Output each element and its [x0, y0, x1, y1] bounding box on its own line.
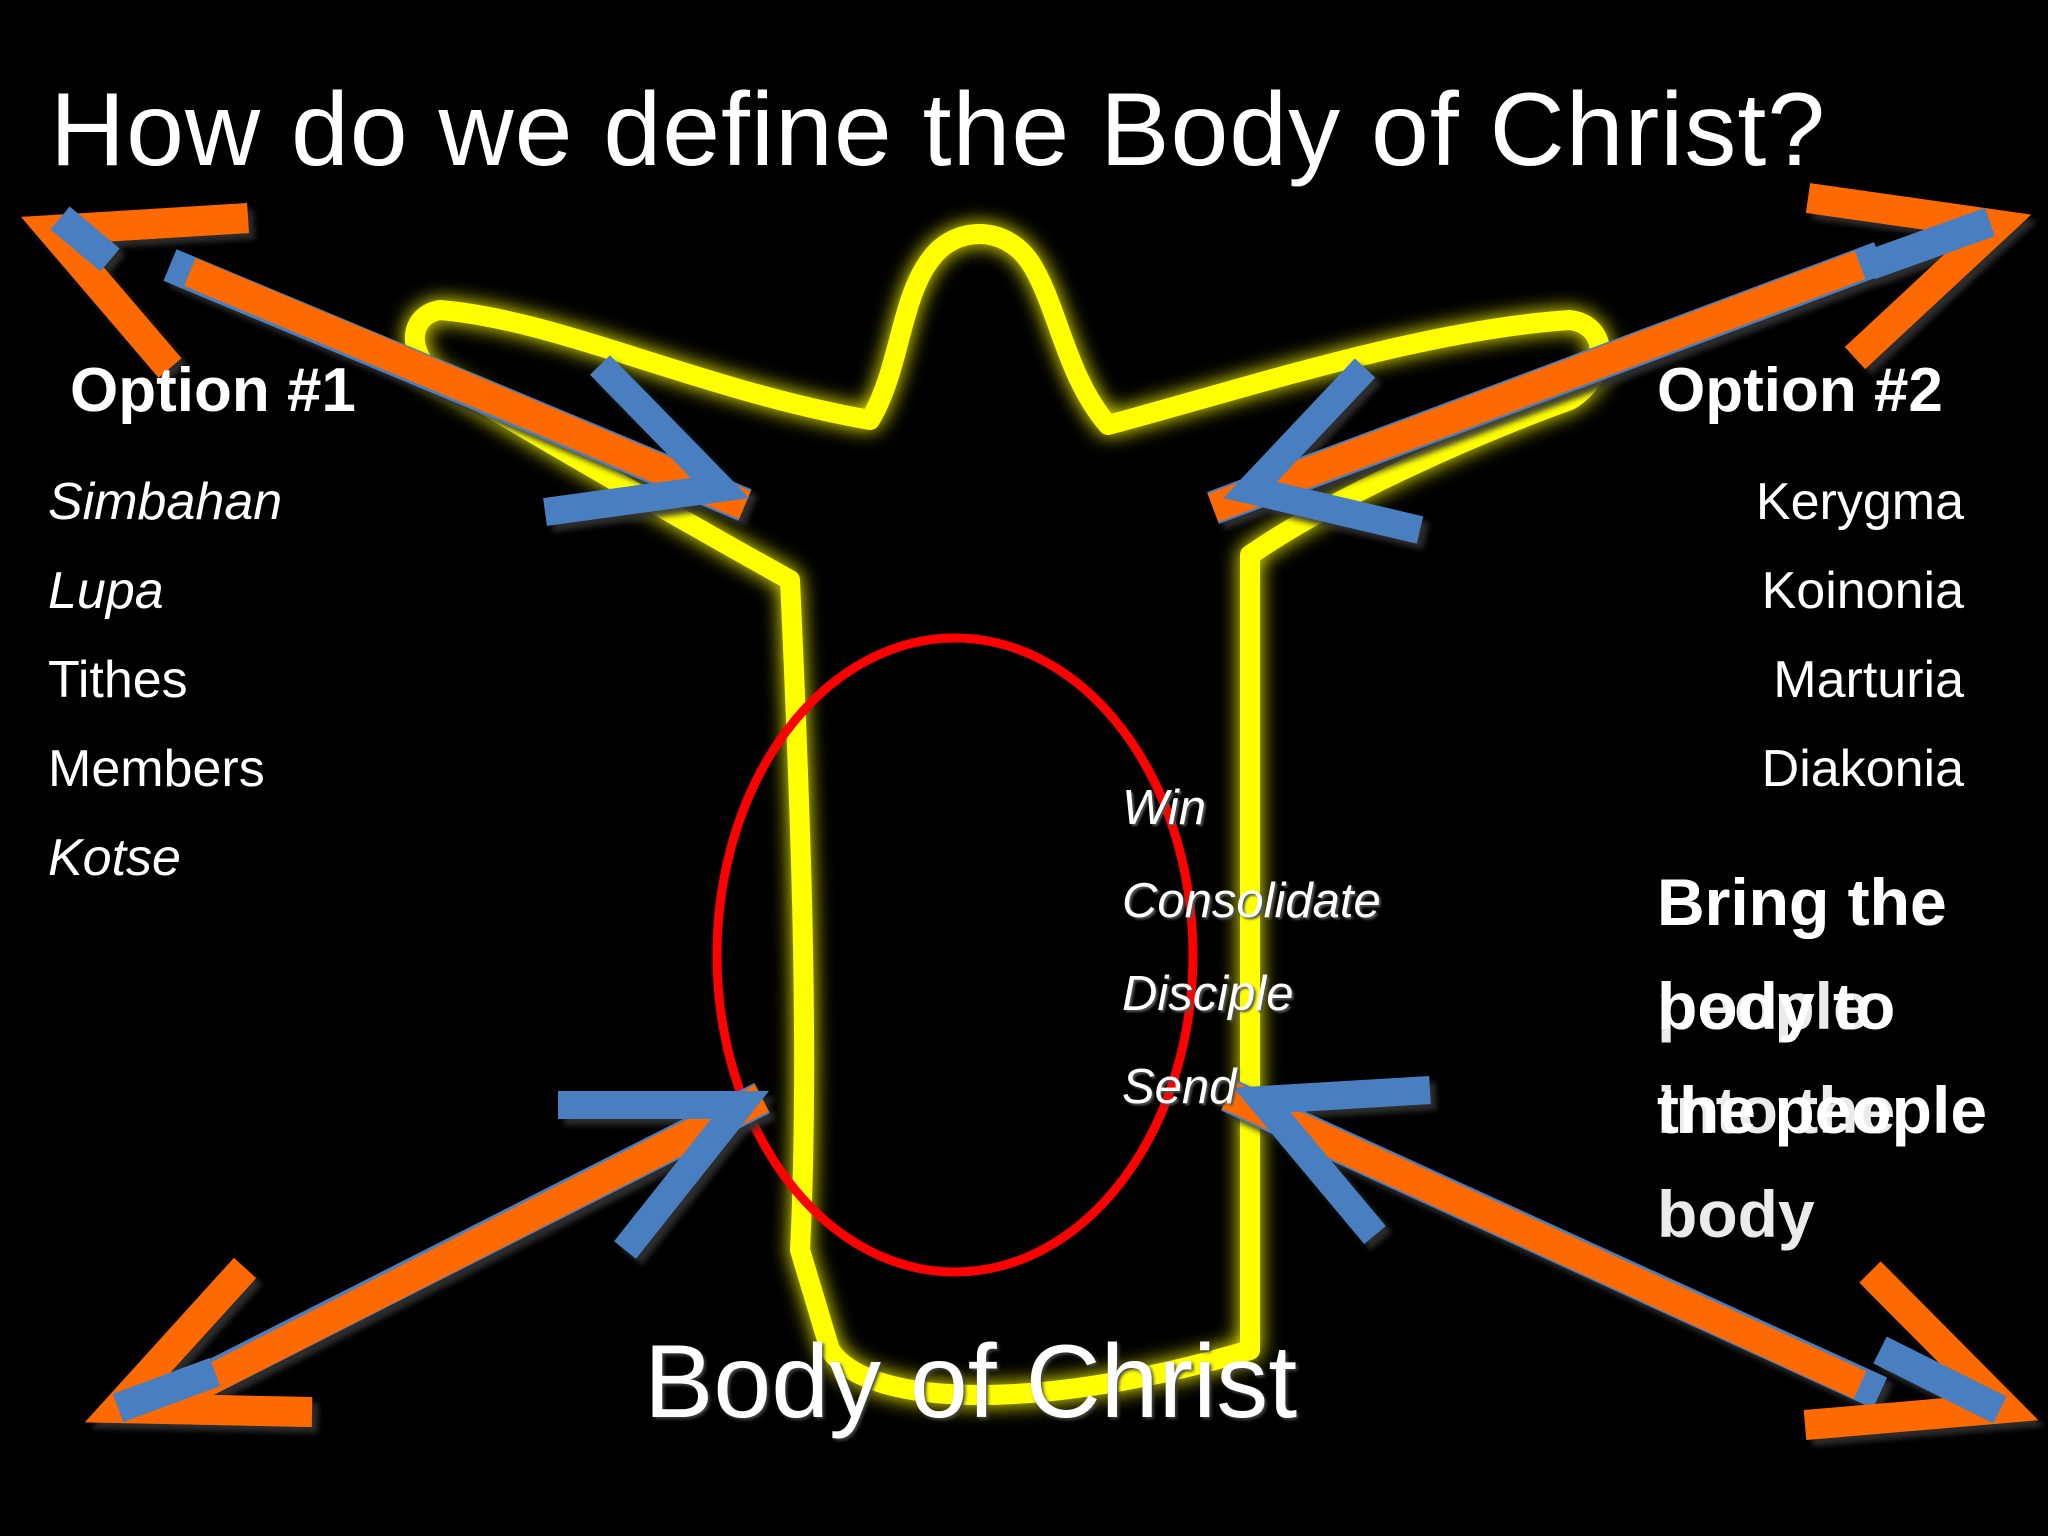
inner-ellipse: [712, 633, 1198, 1277]
slide-title: How do we define the Body of Christ?: [50, 72, 1827, 188]
option-2-list: Kerygma Koinonia Marturia Diakonia: [1756, 458, 1964, 814]
arrow-top-left: [21, 203, 752, 526]
arrow-bottom-right: [1220, 1076, 2039, 1440]
step-item: Send: [1122, 1060, 1237, 1114]
body-of-christ-label: Body of Christ: [644, 1324, 1298, 1440]
option-1-list: Simbahan Lupa Tithes Members Kotse: [48, 458, 282, 903]
list-item: Members: [48, 740, 265, 798]
list-item: Lupa: [48, 562, 164, 620]
bring-text-a: Bring the body to the people: [1657, 865, 1988, 1147]
inner-steps-list: Win Consolidate Disciple Send: [1122, 762, 1381, 1134]
overlapping-bring-text: Bring the body to the people Bring the p…: [1657, 850, 1997, 1251]
option-1-heading: Option #1: [70, 356, 356, 425]
step-item: Disciple: [1122, 967, 1294, 1021]
arrow-top-right: [1207, 183, 2032, 544]
list-item: Kotse: [48, 829, 181, 887]
list-item: Kerygma: [1755, 473, 1964, 531]
list-item: Koinonia: [1761, 562, 1964, 620]
step-item: Consolidate: [1122, 874, 1381, 928]
step-item: Win: [1122, 781, 1206, 835]
arrow-bottom-left: [84, 1082, 770, 1427]
bring-text-b: Bring the people into the body: [1657, 865, 1947, 1251]
list-item: Marturia: [1773, 651, 1964, 709]
body-outline: [404, 224, 1610, 1405]
list-item: Diakonia: [1761, 740, 1964, 798]
list-item: Simbahan: [48, 473, 283, 531]
option-2-heading: Option #2: [1657, 356, 1943, 425]
list-item: Tithes: [48, 651, 188, 709]
